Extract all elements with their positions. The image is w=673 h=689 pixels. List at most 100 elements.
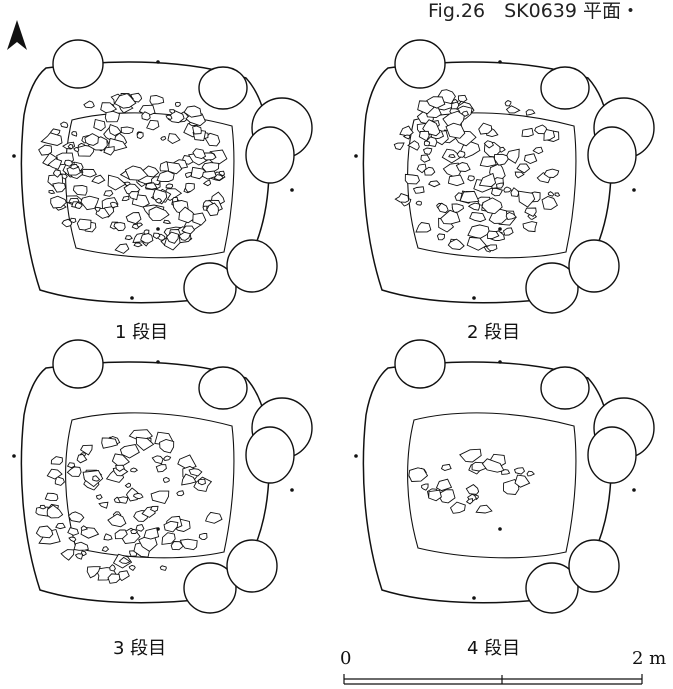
stone xyxy=(80,195,100,211)
stone xyxy=(202,179,212,187)
stone xyxy=(185,172,192,179)
stone xyxy=(141,111,151,121)
post-hole xyxy=(183,262,237,314)
stone xyxy=(541,196,558,210)
survey-point xyxy=(130,596,134,600)
stone xyxy=(159,565,167,571)
stone xyxy=(178,206,198,224)
pit-inner-outline xyxy=(65,412,235,559)
stone xyxy=(408,467,429,482)
stone xyxy=(514,474,531,488)
survey-point xyxy=(498,60,502,64)
stone xyxy=(73,147,80,153)
stone xyxy=(119,443,140,459)
panel-label-3: 3 段目 xyxy=(113,638,167,659)
stone xyxy=(416,163,427,174)
stone xyxy=(481,458,505,473)
stone xyxy=(135,436,155,451)
stone xyxy=(64,159,73,167)
stone xyxy=(176,490,185,497)
stone xyxy=(151,455,164,465)
post-hole xyxy=(525,562,579,614)
stone xyxy=(192,125,202,135)
stone xyxy=(521,127,534,137)
stone xyxy=(198,532,208,540)
stone xyxy=(445,122,466,139)
stone xyxy=(50,456,63,465)
stone xyxy=(179,538,198,551)
stone xyxy=(133,242,143,248)
stone xyxy=(48,189,56,194)
stone xyxy=(213,174,224,181)
stone xyxy=(91,174,106,184)
stone xyxy=(421,483,429,491)
stone xyxy=(166,161,183,175)
stone xyxy=(124,482,131,489)
survey-point xyxy=(354,454,358,458)
post-hole xyxy=(198,366,248,410)
stone xyxy=(98,501,109,509)
stone xyxy=(496,182,505,189)
stone xyxy=(465,484,480,495)
post-hole xyxy=(568,539,620,593)
stone xyxy=(68,536,77,543)
stone xyxy=(167,133,181,145)
stone xyxy=(156,170,175,183)
stone xyxy=(152,232,161,240)
stone xyxy=(52,169,61,178)
stone xyxy=(165,231,179,244)
stone xyxy=(118,556,131,564)
post-hole xyxy=(394,339,446,389)
survey-point xyxy=(12,154,16,158)
stone xyxy=(486,230,500,240)
stone xyxy=(418,130,430,142)
post-hole xyxy=(198,66,248,110)
stone xyxy=(456,150,466,158)
survey-point xyxy=(156,60,160,64)
stone xyxy=(55,522,66,530)
stone xyxy=(420,154,431,163)
stone xyxy=(130,467,139,473)
stone xyxy=(103,190,114,197)
stone xyxy=(516,163,531,174)
post-hole xyxy=(587,426,637,484)
stone xyxy=(115,464,125,472)
stone xyxy=(148,206,170,222)
stone xyxy=(113,93,137,109)
plan-drawing-1 xyxy=(12,39,313,314)
stone xyxy=(44,492,59,502)
scale-start-label: 0 xyxy=(340,648,352,669)
stone xyxy=(415,222,432,233)
plan-drawing-3 xyxy=(12,339,313,614)
survey-point xyxy=(498,527,502,531)
figure-title: Fig.26 SK0639 平面・ xyxy=(428,0,641,22)
stone xyxy=(479,156,497,168)
stone xyxy=(503,186,512,193)
post-hole xyxy=(394,39,446,89)
stone xyxy=(469,212,487,223)
stone xyxy=(79,444,93,456)
stone xyxy=(415,200,422,206)
stone xyxy=(436,233,445,241)
stone xyxy=(130,528,139,534)
survey-point xyxy=(156,227,160,231)
post-hole xyxy=(226,239,278,293)
stone xyxy=(135,523,145,532)
survey-point xyxy=(130,296,134,300)
stone xyxy=(183,105,202,118)
stone xyxy=(38,144,53,156)
stone xyxy=(178,231,191,241)
survey-point xyxy=(156,360,160,364)
post-hole xyxy=(245,126,295,184)
stone xyxy=(192,148,207,159)
stone xyxy=(136,222,144,228)
stone xyxy=(66,165,81,176)
stone xyxy=(192,212,207,226)
stone xyxy=(393,142,405,151)
survey-point xyxy=(498,227,502,231)
stone xyxy=(144,182,158,190)
stone xyxy=(54,476,65,486)
stone xyxy=(449,501,466,514)
stone xyxy=(146,119,160,131)
post-hole xyxy=(245,426,295,484)
